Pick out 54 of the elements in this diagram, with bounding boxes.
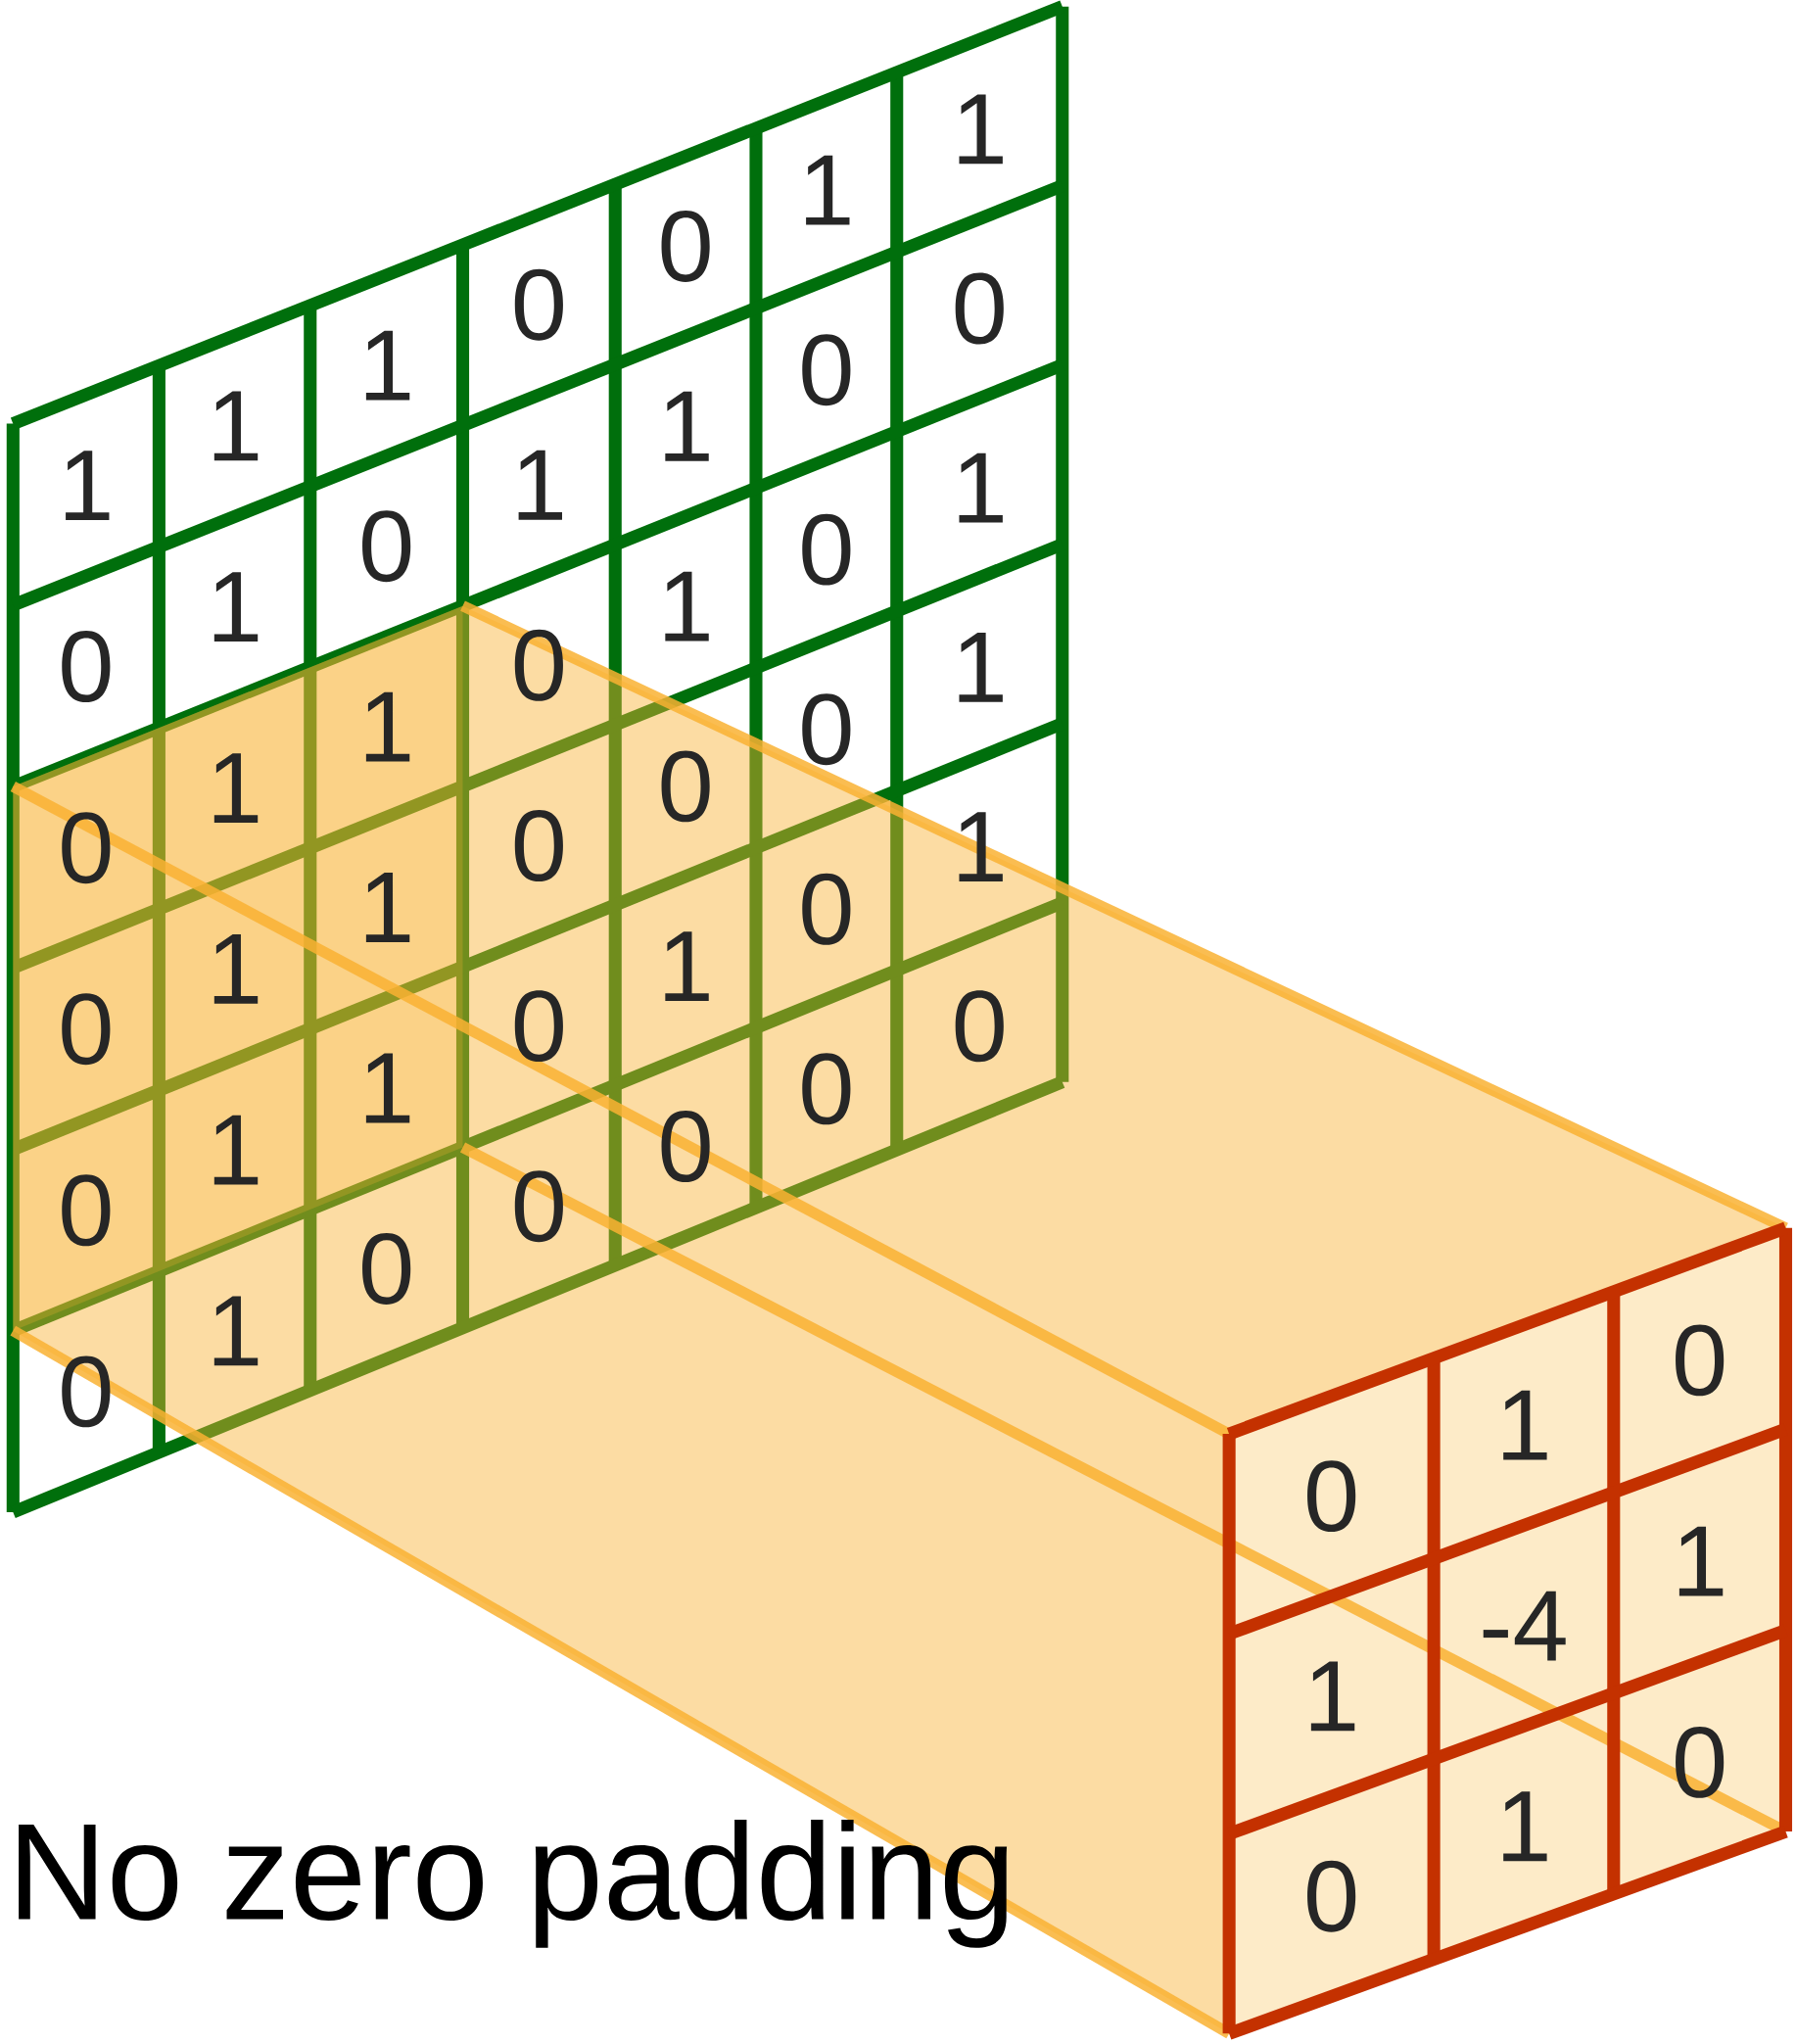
cell-value: 1 bbox=[213, 391, 259, 461]
cell-value: 0 bbox=[1307, 1860, 1356, 1932]
caption: No zero padding bbox=[19, 1819, 1008, 1948]
cell-value: 0 bbox=[362, 510, 411, 583]
cell-value: 0 bbox=[514, 1170, 563, 1243]
cell-value: 0 bbox=[1307, 1460, 1356, 1533]
kernel-grid bbox=[1222, 1221, 1792, 2040]
cell-value: 0 bbox=[1676, 1726, 1725, 1798]
cell-value: 1 bbox=[66, 451, 110, 520]
cell-value: 1 bbox=[959, 812, 1003, 882]
cell-value: 0 bbox=[62, 631, 111, 702]
cell-value: 0 bbox=[514, 629, 563, 701]
cell-value: 0 bbox=[955, 990, 1004, 1063]
cell-value: 1 bbox=[959, 452, 1003, 523]
cell-value: 1 bbox=[665, 571, 709, 642]
cell-value: 0 bbox=[802, 334, 851, 406]
cell-value: 1 bbox=[1310, 1661, 1355, 1732]
cell-value: 0 bbox=[661, 1111, 710, 1182]
cell-value: 0 bbox=[802, 693, 851, 766]
cell-value: 1 bbox=[213, 1296, 259, 1366]
cell-value: 0 bbox=[802, 873, 851, 945]
cell-value: 1 bbox=[665, 391, 709, 461]
cell-value: 0 bbox=[362, 1233, 411, 1305]
cell-value: 0 bbox=[62, 812, 111, 884]
cell-value: 1 bbox=[365, 691, 410, 762]
cell-value: 0 bbox=[802, 513, 851, 586]
cell-value: 0 bbox=[62, 993, 111, 1066]
cell-value: 0 bbox=[802, 1053, 851, 1125]
cell-value: 1 bbox=[213, 1115, 259, 1185]
cell-value: 1 bbox=[806, 155, 850, 225]
cell-value: 0 bbox=[1676, 1324, 1725, 1397]
cell-value: 1 bbox=[665, 931, 709, 1002]
cell-value: 0 bbox=[514, 268, 563, 341]
cell-value: 1 bbox=[365, 873, 410, 942]
cell-value: 1 bbox=[213, 753, 259, 823]
cell-value: 1 bbox=[365, 1053, 410, 1123]
cell-value: 0 bbox=[514, 810, 563, 881]
cell-value: 1 bbox=[213, 933, 259, 1004]
cell-value: 1 bbox=[518, 450, 562, 520]
input-grid bbox=[6, 0, 1069, 1519]
cell-value: 1 bbox=[959, 94, 1003, 165]
cell-value: 1 bbox=[1678, 1526, 1724, 1596]
cell-value: -4 bbox=[1483, 1591, 1566, 1661]
cell-value: 1 bbox=[959, 633, 1003, 702]
cell-value: 1 bbox=[1503, 1791, 1547, 1862]
cell-value: 0 bbox=[661, 210, 710, 282]
cell-value: 1 bbox=[213, 572, 259, 642]
cell-value: 1 bbox=[365, 330, 410, 401]
cell-value: 0 bbox=[514, 990, 563, 1063]
cell-value: 1 bbox=[1503, 1390, 1547, 1460]
cell-value: 0 bbox=[661, 750, 710, 823]
cell-value: 0 bbox=[62, 1355, 111, 1428]
cell-value: 0 bbox=[62, 1174, 111, 1247]
cell-value: 0 bbox=[955, 272, 1004, 345]
